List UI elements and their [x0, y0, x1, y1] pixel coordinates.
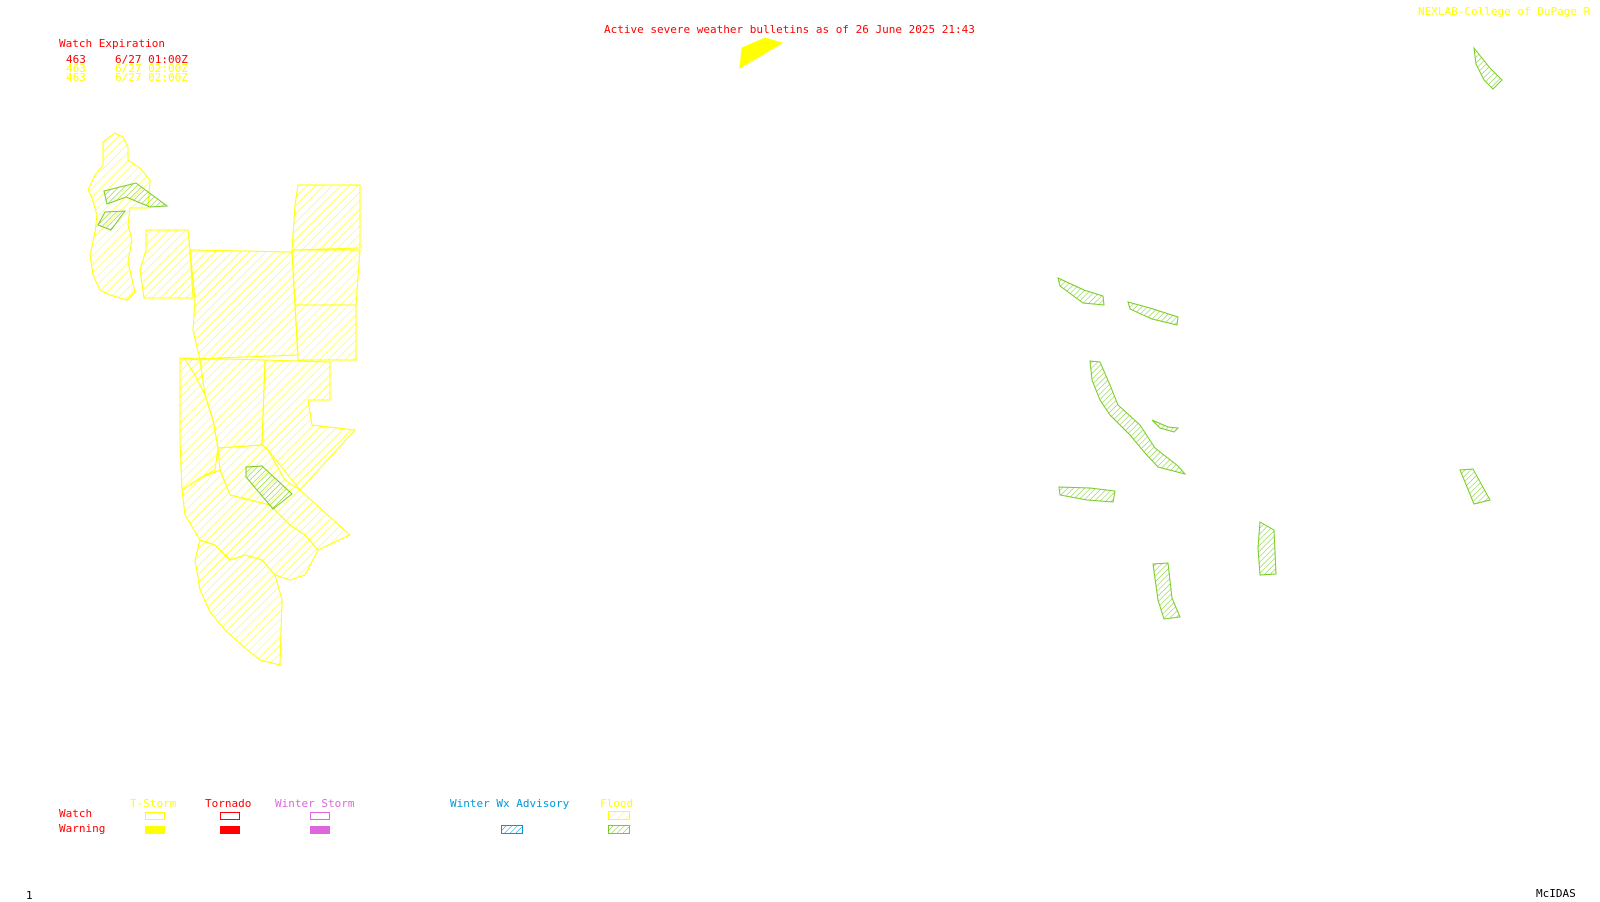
legend-winter-advisory-swatch — [501, 825, 523, 834]
legend-tstorm-watch-swatch — [145, 812, 165, 820]
legend-tstorm-label: T-Storm — [130, 797, 177, 810]
legend-flood-warning-swatch — [608, 825, 630, 834]
legend-tornado-label: Tornado — [205, 797, 252, 810]
watch-expiration-title: Watch Expiration — [59, 37, 165, 50]
flood-warning-polygon — [1057, 277, 1105, 306]
flood-warning-polygon — [103, 182, 169, 208]
flood-warning-polygon — [1152, 562, 1181, 620]
flood-warning-polygon — [1127, 301, 1179, 326]
flood-warning-polygon — [245, 465, 293, 510]
legend-flood-watch-swatch — [608, 811, 630, 820]
legend-winter-advisory-label: Winter Wx Advisory — [450, 797, 570, 810]
watch-number: 463 — [66, 62, 86, 75]
county-outline — [139, 229, 194, 299]
watch-time: 6/27 01:00Z — [115, 53, 188, 66]
flood-warning-polygon — [97, 210, 127, 231]
legend-watch-label: Watch — [59, 807, 93, 820]
legend-tornado-watch-swatch — [220, 812, 240, 820]
county-outline — [291, 184, 361, 251]
legend-winter-storm-watch-swatch — [310, 812, 330, 820]
legend-tstorm-warning-swatch — [145, 826, 165, 834]
flood-warning-polygon — [1473, 46, 1503, 90]
county-outline — [179, 357, 219, 491]
credit-label: NEXLAB-College of DuPage R — [1418, 5, 1591, 18]
tstorm-warning-polygon — [739, 37, 784, 69]
flood-warning-polygon — [1459, 468, 1491, 505]
tstorm-watch-area — [87, 132, 361, 666]
legend-winter-storm-warning-swatch — [310, 826, 330, 834]
watch-number: 463 — [66, 53, 86, 66]
county-outline — [294, 304, 357, 361]
frame-number: 1 — [26, 889, 33, 902]
flood-warnings — [97, 46, 1503, 620]
legend-tornado-warning-swatch — [220, 826, 240, 834]
bulletin-title: Active severe weather bulletins as of 26… — [604, 23, 975, 36]
flood-warning-polygon — [1151, 419, 1180, 433]
county-outline — [194, 539, 283, 666]
legend-warning-label: Warning — [59, 822, 106, 835]
county-outline — [189, 249, 299, 361]
county-outline — [291, 249, 361, 306]
software-label: McIDAS — [1536, 887, 1576, 900]
legend-winter-storm-label: Winter Storm — [275, 797, 355, 810]
flood-warning-polygon — [1257, 521, 1277, 576]
watch-time: 6/27 02:00Z — [115, 71, 188, 84]
flood-warning-polygon — [1058, 486, 1116, 503]
flood-warning-polygon — [1089, 360, 1187, 475]
watch-time: 6/27 02:00Z — [115, 62, 188, 75]
legend-flood-label: Flood — [600, 797, 634, 810]
watch-number: 463 — [66, 71, 86, 84]
